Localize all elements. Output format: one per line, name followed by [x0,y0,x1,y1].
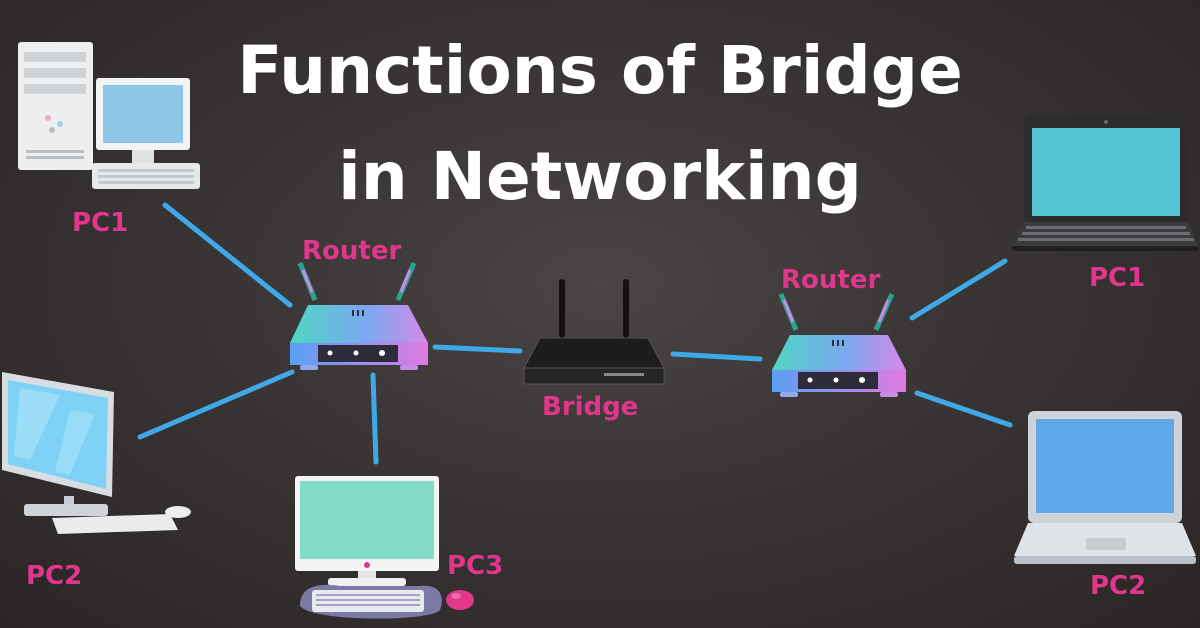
label-right-pc2: PC2 [1090,571,1147,601]
link-pc1-router-left [162,202,293,308]
label-right-router: Router [781,265,881,295]
label-bridge: Bridge [542,392,639,422]
workstation-computer-icon [295,476,474,619]
router-left-icon [290,262,428,370]
network-links [137,202,1013,465]
link-router-right-pc1 [909,258,1008,321]
label-left-pc2: PC2 [26,561,83,591]
label-right-pc1: PC1 [1089,263,1146,293]
bridge-device-icon [523,279,665,385]
link-router-left-bridge [432,344,523,354]
link-pc3-router-left [370,372,379,465]
monitor-computer-icon [2,372,191,534]
label-left-pc1: PC1 [72,208,129,238]
desktop-computer-icon [18,42,200,189]
label-left-pc3: PC3 [447,551,504,581]
laptop-light-icon [1014,411,1196,564]
router-right-icon [772,292,906,397]
title-line-2: in Networking [338,138,862,215]
link-router-right-pc2 [914,390,1013,428]
title-line-1: Functions of Bridge [237,32,963,109]
link-bridge-router-right [670,351,763,362]
link-pc2-router-left [137,369,295,440]
laptop-dark-icon [1012,116,1198,251]
label-left-router: Router [302,236,402,266]
